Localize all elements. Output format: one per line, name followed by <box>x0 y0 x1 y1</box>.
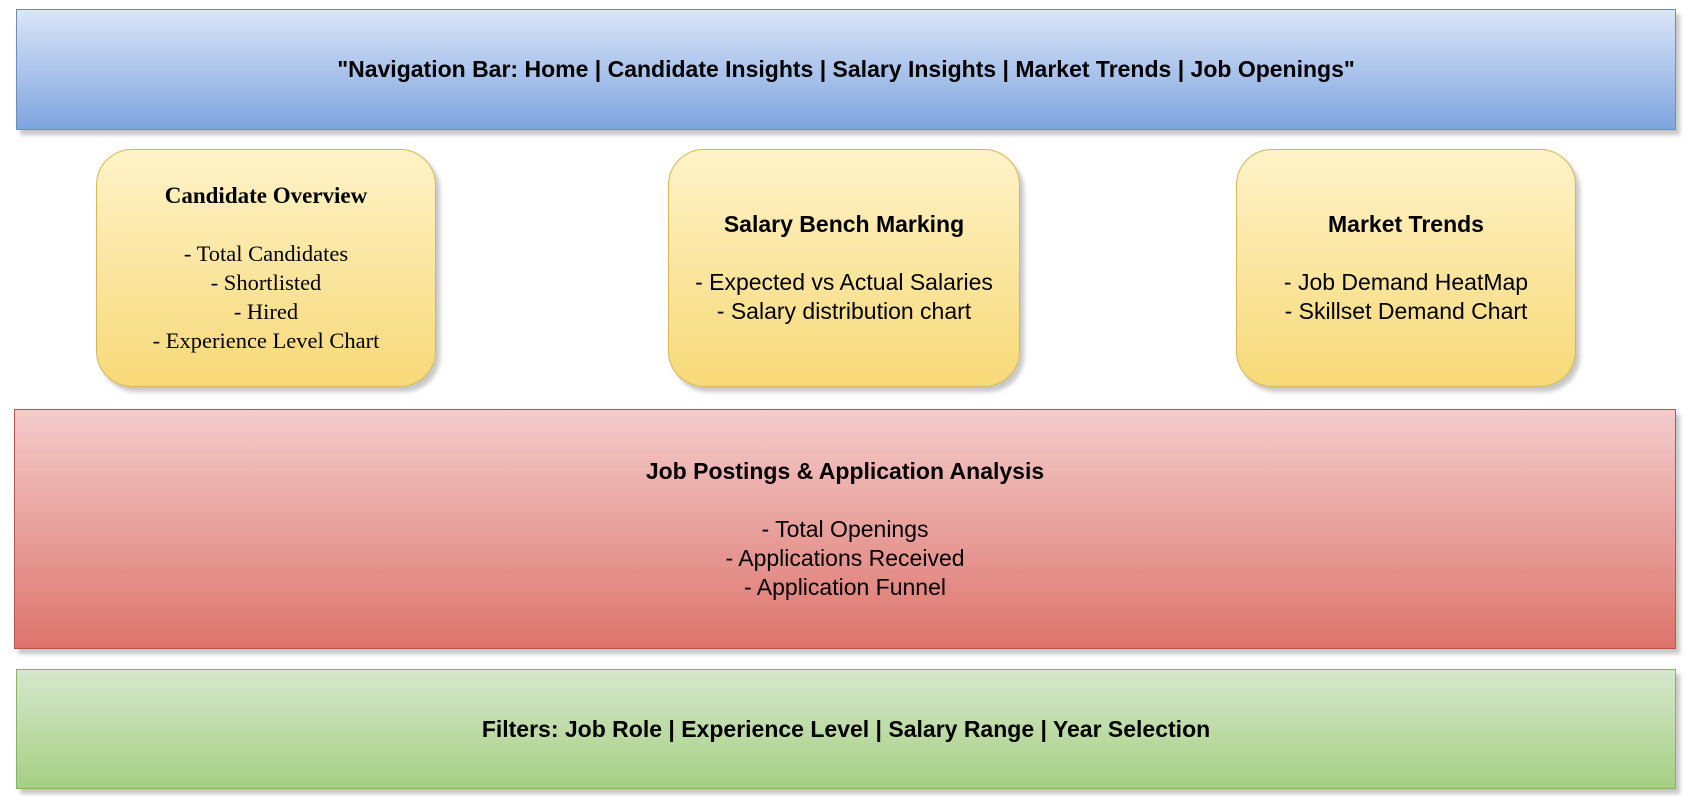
job-postings-item: - Total Openings <box>761 515 929 542</box>
job-postings-title: Job Postings & Application Analysis <box>645 457 1045 484</box>
market-trends-item: - Job Demand HeatMap <box>1283 269 1529 295</box>
candidate-overview-item: - Total Candidates <box>183 241 349 266</box>
filters-bar-text: Filters: Job Role | Experience Level | S… <box>481 715 1211 742</box>
candidate-overview-item: - Experience Level Chart <box>152 328 380 353</box>
market-trends-title: Market Trends <box>1328 211 1484 237</box>
navigation-bar-text: "Navigation Bar: Home | Candidate Insigh… <box>337 56 1355 82</box>
filters-bar: Filters: Job Role | Experience Level | S… <box>16 669 1676 789</box>
candidate-overview-item: - Hired <box>233 299 299 324</box>
salary-benchmarking-title: Salary Bench Marking <box>723 211 965 237</box>
salary-benchmarking-card: Salary Bench Marking - Expected vs Actua… <box>668 149 1020 387</box>
salary-benchmarking-item: - Salary distribution chart <box>716 298 972 324</box>
job-postings-item: - Application Funnel <box>743 573 946 600</box>
market-trends-card: Market Trends - Job Demand HeatMap - Ski… <box>1236 149 1576 387</box>
salary-benchmarking-item: - Expected vs Actual Salaries <box>695 269 993 295</box>
job-postings-item: - Applications Received <box>725 544 965 571</box>
job-postings-panel: Job Postings & Application Analysis - To… <box>14 409 1676 649</box>
candidate-overview-title: Candidate Overview <box>164 183 368 208</box>
navigation-bar: "Navigation Bar: Home | Candidate Insigh… <box>16 9 1676 130</box>
candidate-overview-item: - Shortlisted <box>210 270 322 295</box>
candidate-overview-card: Candidate Overview - Total Candidates - … <box>96 149 436 387</box>
market-trends-item: - Skillset Demand Chart <box>1284 298 1528 324</box>
